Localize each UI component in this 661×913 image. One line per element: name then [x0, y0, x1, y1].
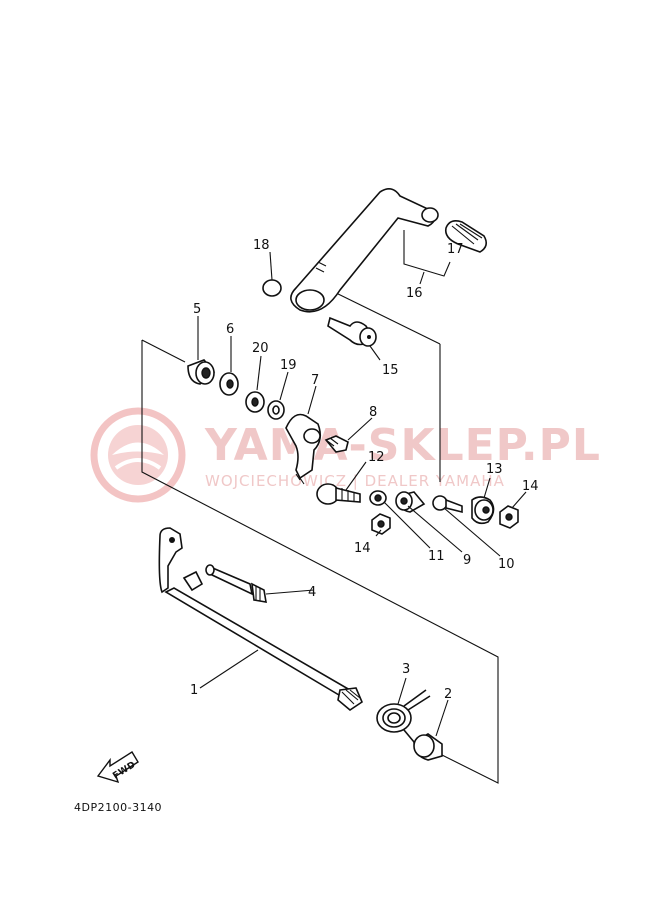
- callout-14-upper: 14: [522, 479, 539, 494]
- callout-18: 18: [253, 238, 270, 253]
- part-2-collar: [413, 733, 443, 761]
- part-10-bolt: [432, 495, 463, 514]
- part-18-washer: [262, 279, 282, 297]
- callout-16: 16: [406, 286, 423, 301]
- callout-2: 2: [444, 687, 452, 702]
- part-1-shift-shaft: [158, 527, 363, 711]
- part-6-collar: [219, 372, 239, 396]
- leader-lines: [197, 230, 527, 737]
- part-14-nut-lower: [371, 513, 391, 535]
- callout-7: 7: [311, 373, 319, 388]
- callout-8: 8: [369, 405, 377, 420]
- callout-13: 13: [486, 462, 503, 477]
- part-13-joint: [471, 496, 495, 525]
- callout-labels: 5 6 20 19 7 8 12 13 14 14 11 9 10 18 17 …: [190, 238, 539, 702]
- part-12-joint-bolt: [316, 483, 361, 505]
- fwd-arrow-icon: FWD: [96, 751, 139, 784]
- diagram-code: 4DP2100-3140: [74, 801, 162, 814]
- callout-5: 5: [193, 302, 201, 317]
- watermark-subtitle: WOJCIECHOWICZ | DEALER YAMAHA: [205, 472, 505, 490]
- callout-20: 20: [252, 341, 269, 356]
- callout-3: 3: [402, 662, 410, 677]
- callout-12: 12: [368, 450, 385, 465]
- callout-14-lower: 14: [354, 541, 371, 556]
- part-11-nut: [369, 490, 387, 506]
- callout-17: 17: [447, 242, 464, 257]
- assembly-frame: [141, 289, 499, 784]
- callout-10: 10: [498, 557, 515, 572]
- part-19-washer: [267, 400, 285, 420]
- watermark: YAMA-SKLEP.PL WOJCIECHOWICZ | DEALER YAM…: [90, 407, 601, 503]
- part-4-stopper-pin: [205, 564, 267, 603]
- watermark-title: YAMA-SKLEP.PL: [204, 420, 601, 471]
- watermark-logo-icon: [90, 407, 186, 503]
- callout-6: 6: [226, 322, 234, 337]
- part-7-shift-arm: [285, 413, 322, 485]
- part-8-bolt: [324, 435, 349, 453]
- callout-1: 1: [190, 683, 198, 698]
- callout-19: 19: [280, 358, 297, 373]
- part-3-return-spring: [376, 689, 431, 743]
- callout-9: 9: [463, 553, 471, 568]
- callout-4: 4: [308, 585, 316, 600]
- part-5-bushing: [187, 359, 216, 385]
- part-15-pivot-bolt: [327, 316, 377, 347]
- part-17-pedal-rubber: [444, 220, 488, 253]
- callout-11: 11: [428, 549, 445, 564]
- part-14-nut-upper: [499, 505, 519, 529]
- part-16-shift-pedal: [290, 188, 439, 313]
- part-9-bushing: [395, 491, 426, 513]
- part-20-washer: [245, 391, 265, 413]
- callout-15: 15: [382, 363, 399, 378]
